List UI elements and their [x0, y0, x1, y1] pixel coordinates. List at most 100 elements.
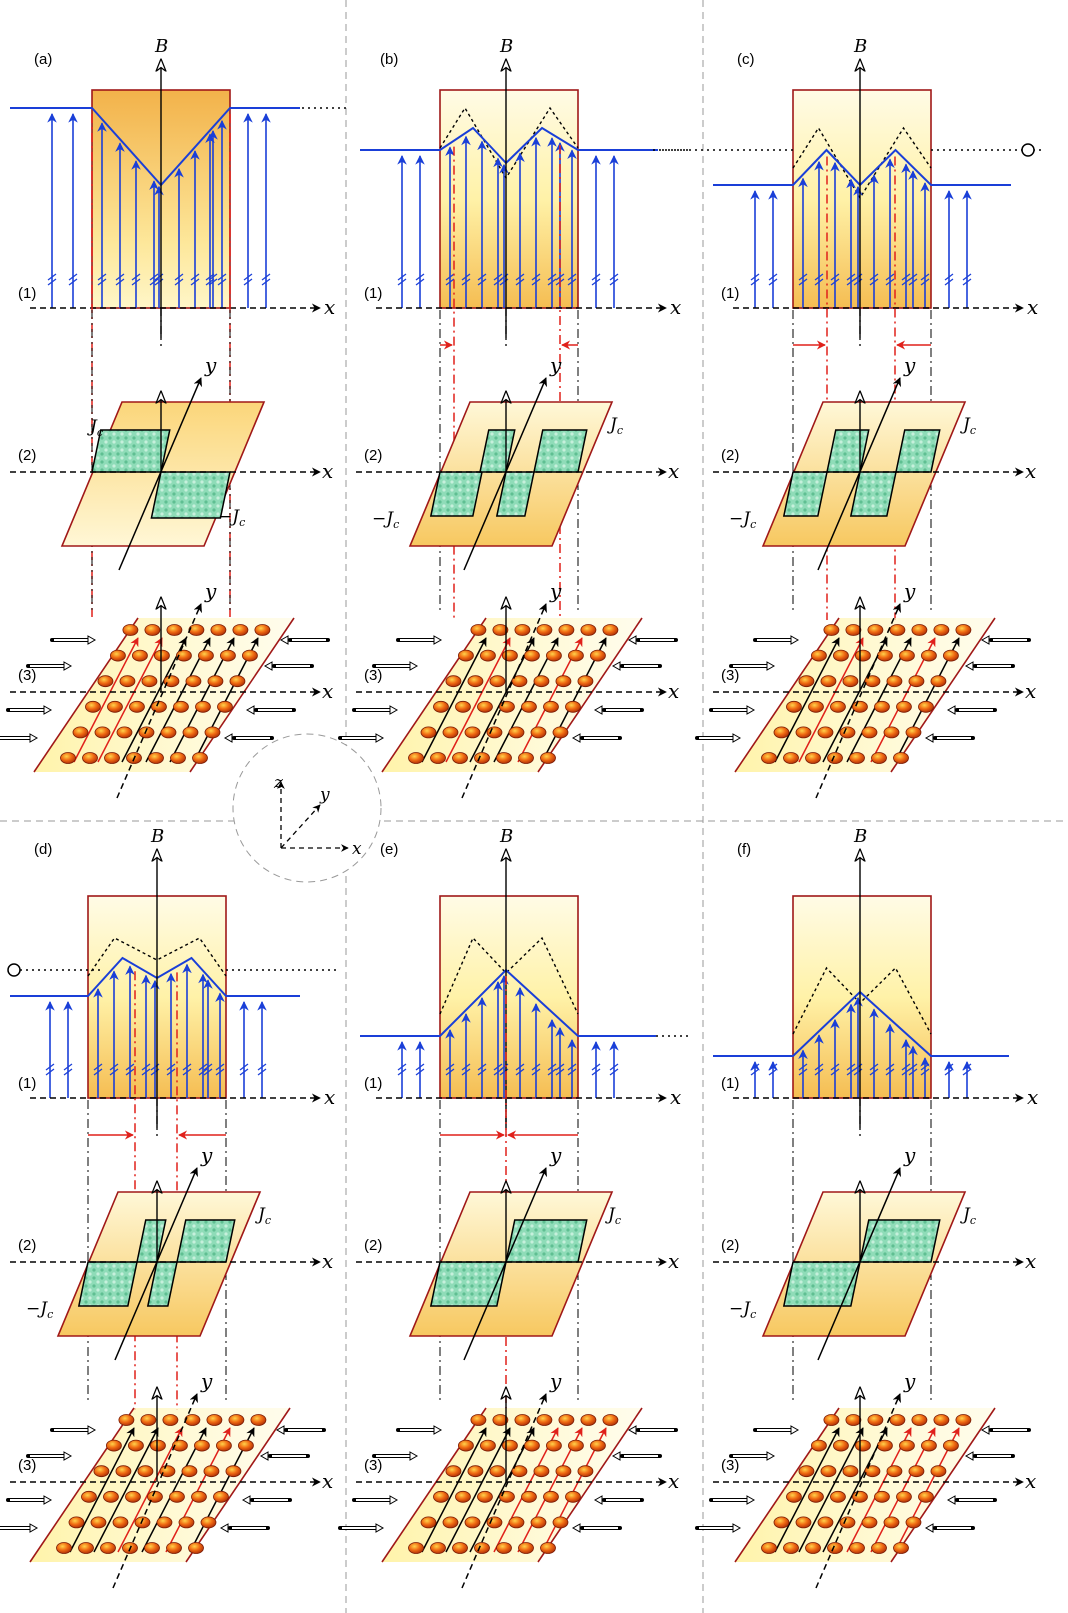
force-arrow-head [223, 733, 233, 743]
current-label: Jc [960, 415, 976, 437]
break-mark [477, 278, 487, 286]
row-label-1: (1) [18, 1075, 36, 1092]
vortex-icon [467, 1465, 484, 1478]
current-label-sub: c [970, 424, 976, 437]
force-arrow-head [433, 1425, 443, 1435]
vortex-icon [474, 752, 490, 764]
vortex-icon [170, 752, 186, 764]
x-axis-label: x [1027, 1085, 1038, 1109]
break-mark [215, 1063, 225, 1071]
vortex-icon [798, 675, 815, 688]
vortex-icon [827, 752, 843, 764]
current-label-sub: c [750, 518, 756, 531]
vortex-icon [420, 726, 437, 739]
force-arrow-head [409, 661, 419, 671]
force-arrow-head [43, 705, 53, 715]
y-axis-row2 [118, 377, 202, 571]
current-label: −Jc [729, 1299, 756, 1321]
force-arrow-head [29, 733, 39, 743]
row-label-2: (2) [721, 1237, 739, 1254]
vortex-icon [565, 700, 581, 713]
break-mark [901, 278, 911, 286]
y-axis-label: y [204, 579, 217, 603]
vortex-icon [207, 675, 224, 688]
break-mark [567, 1068, 577, 1076]
current-region [895, 429, 941, 473]
force-arrow-head [389, 705, 399, 715]
vortex-icon [467, 675, 484, 688]
row-1-field-profile: x(1) [10, 60, 346, 346]
break-mark [750, 1063, 760, 1071]
vortex-icon [921, 649, 937, 662]
slab-edge-right [189, 617, 295, 773]
vortex-icon [213, 1490, 229, 1503]
y-axis-label: y [204, 353, 217, 377]
break-mark [93, 1068, 103, 1076]
triad-z-label: z [273, 773, 284, 793]
vortex-icon [489, 1465, 506, 1478]
break-mark [198, 1063, 208, 1071]
force-arrow-head [279, 635, 289, 645]
vortex-icon [232, 624, 249, 636]
x-axis-label: x [670, 295, 681, 319]
vortex-icon [795, 1516, 812, 1529]
vortex-icon [820, 1465, 837, 1478]
vortex-icon [558, 624, 575, 636]
vortex-icon [188, 624, 205, 636]
break-mark [798, 1068, 808, 1076]
break-mark [243, 278, 253, 286]
break-mark [798, 1063, 808, 1071]
vortex-icon [486, 726, 503, 739]
current-label-sub: c [970, 1214, 976, 1227]
break-mark [901, 1068, 911, 1076]
vortex-icon [877, 649, 893, 662]
vortex-icon [918, 1490, 934, 1503]
vortex-icon [408, 752, 424, 764]
vortex-icon [580, 1414, 597, 1426]
vortex-icon [502, 1439, 518, 1452]
vortex-icon [103, 1490, 119, 1503]
force-arrow-head [409, 1451, 419, 1461]
break-mark [531, 273, 541, 281]
x-axis-label: x [322, 459, 333, 483]
y-axis-label: y [903, 579, 916, 603]
vortex-icon [217, 700, 233, 713]
slab-rect [792, 89, 932, 309]
break-mark [750, 1068, 760, 1076]
row-label-2: (2) [18, 447, 36, 464]
slab-rect [792, 895, 932, 1099]
vortex-icon [943, 649, 959, 662]
vortex-icon [580, 624, 597, 636]
y-axis-row3 [461, 603, 547, 799]
vortex-icon [798, 1465, 815, 1478]
break-mark [830, 278, 840, 286]
vortex-icon [154, 649, 170, 662]
vortex-icon [546, 649, 562, 662]
x-axis-label: x [1025, 459, 1036, 483]
force-arrow-head [29, 1523, 39, 1533]
panels: (a)Bx(1)xy(2)Jc−Jcxy(3)(b)Bx(1)xy(2)Jc−J… [0, 36, 1045, 1589]
row-1-field-profile: x(1) [713, 850, 1038, 1136]
break-mark [63, 1068, 73, 1076]
vortex-icon [104, 752, 120, 764]
break-mark [750, 273, 760, 281]
break-mark [97, 278, 107, 286]
row-2-current-plate: xy(2)Jc−Jc [10, 353, 333, 571]
break-mark [567, 273, 577, 281]
vortex-icon [470, 1414, 487, 1426]
break-mark [149, 278, 159, 286]
row-1-field-profile: x(1) [653, 60, 1045, 346]
current-stripe [73, 637, 139, 763]
slab-edge-right [537, 1407, 643, 1563]
break-mark [515, 278, 525, 286]
y-axis-label: y [903, 1369, 916, 1393]
vortex-icon [839, 1516, 856, 1529]
vortex-icon [455, 700, 471, 713]
break-mark [166, 1068, 176, 1076]
vortex-icon [254, 624, 271, 636]
vortex-icon [144, 624, 161, 636]
row-label-3: (3) [721, 667, 739, 684]
force-arrow-head [790, 635, 800, 645]
vortex-icon [830, 1490, 846, 1503]
